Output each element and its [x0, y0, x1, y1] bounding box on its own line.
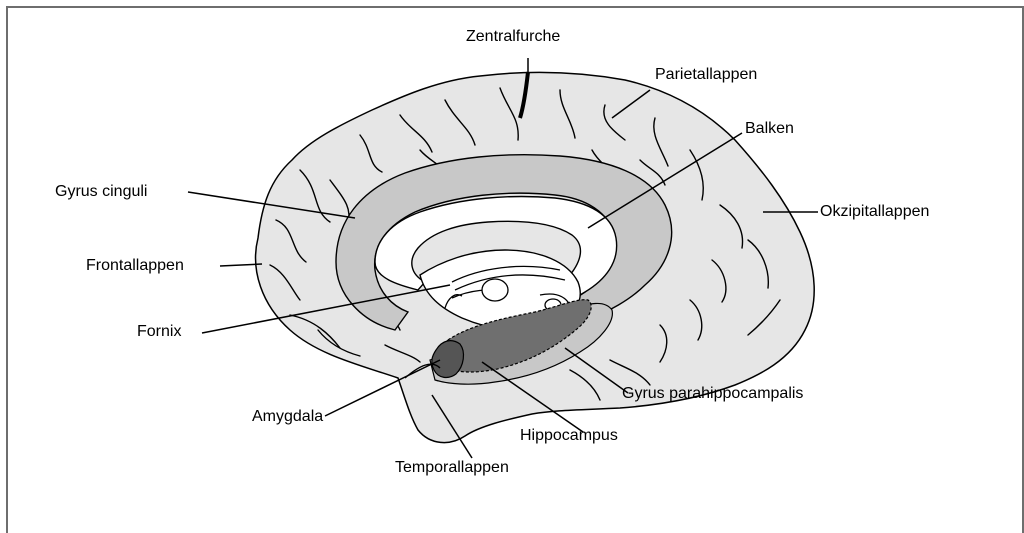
- label-fornix: Fornix: [137, 323, 181, 341]
- label-gyrus-cinguli: Gyrus cinguli: [55, 183, 147, 201]
- fornix-body-shape: [482, 279, 508, 301]
- label-zentralfurche: Zentralfurche: [466, 28, 560, 46]
- label-balken: Balken: [745, 120, 794, 138]
- label-hippocampus: Hippocampus: [520, 427, 618, 445]
- label-amygdala: Amygdala: [252, 408, 323, 426]
- label-parietallappen: Parietallappen: [655, 66, 757, 84]
- label-gyrus-parahippocampalis: Gyrus parahippocampalis: [622, 385, 803, 403]
- label-temporallappen: Temporallappen: [395, 459, 509, 477]
- label-frontallappen: Frontallappen: [86, 257, 184, 275]
- label-okzipitallappen: Okzipitallappen: [820, 203, 929, 221]
